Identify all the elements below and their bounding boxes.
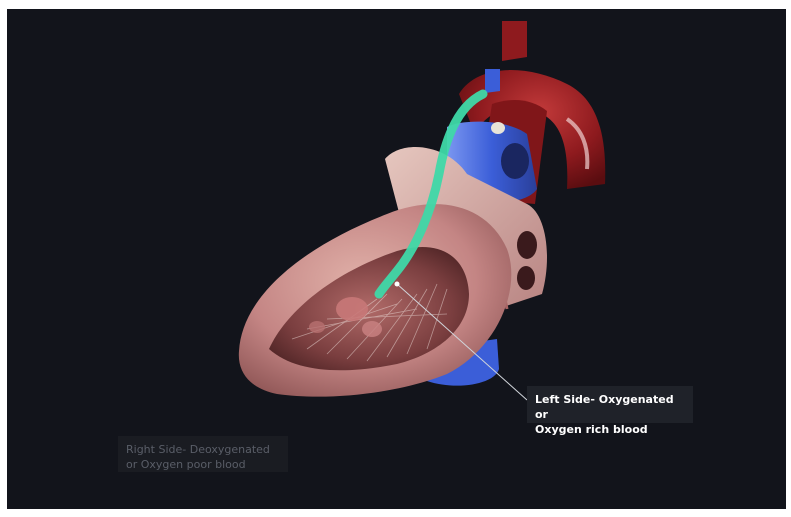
heart-model[interactable] (7, 9, 786, 509)
right-side-label[interactable]: Right Side- Deoxygenated or Oxygen poor … (118, 436, 288, 472)
left-side-label[interactable]: Left Side- Oxygenated or Oxygen rich blo… (527, 386, 693, 423)
3d-viewport[interactable]: Left Side- Oxygenated or Oxygen rich blo… (7, 9, 786, 509)
